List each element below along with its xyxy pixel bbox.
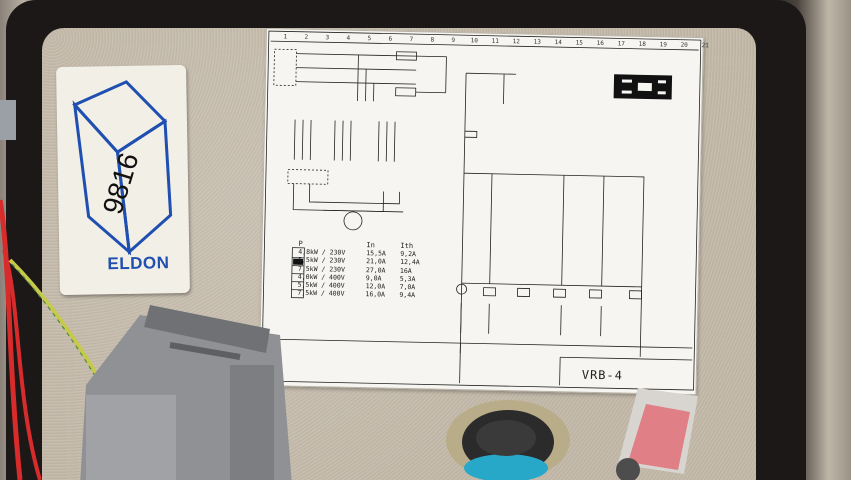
id-label-card: 9816 ELDON <box>56 64 190 296</box>
eldon-logo: ELDON <box>107 253 170 274</box>
power-plug <box>80 305 292 480</box>
manufacturer-logo <box>613 74 673 100</box>
model-label: VRB-4 <box>581 367 624 383</box>
handwritten-number: 9816 <box>97 149 145 218</box>
cube-outline-graphic: 9816 <box>72 80 173 256</box>
schematic <box>261 30 702 391</box>
key-switch[interactable] <box>598 384 708 480</box>
wires <box>0 100 102 480</box>
push-button[interactable] <box>440 398 570 480</box>
